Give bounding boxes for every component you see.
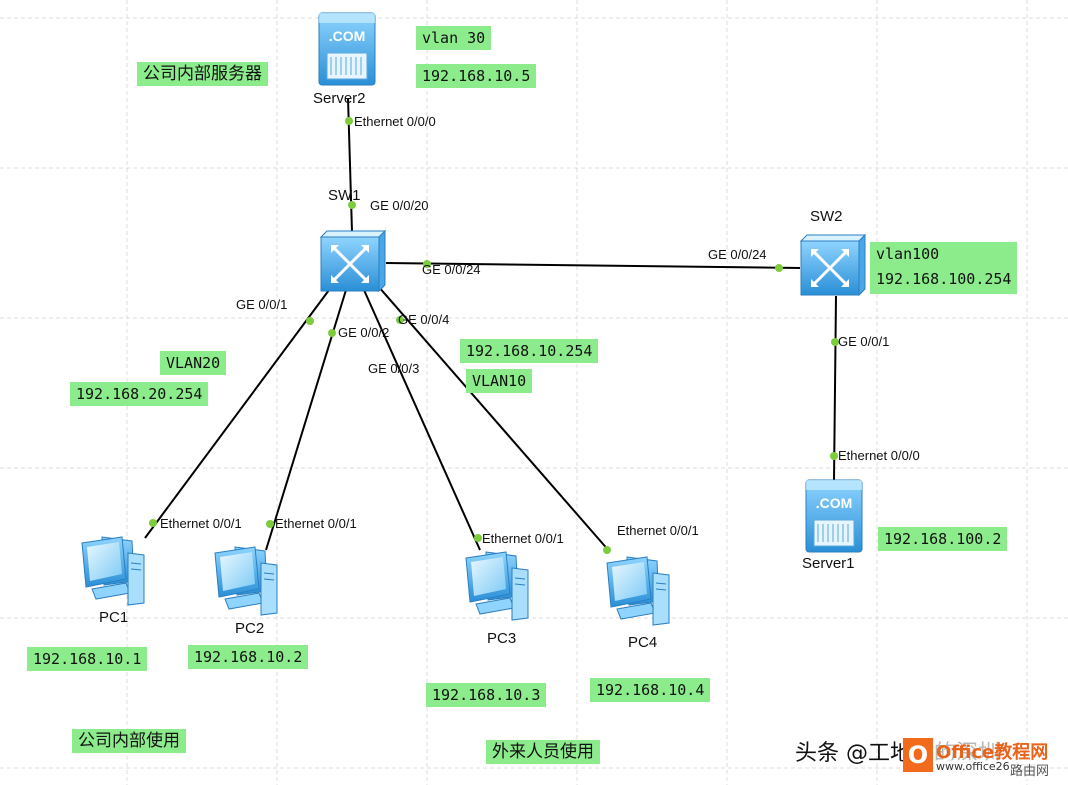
- port-label: Ethernet 0/0/0: [838, 448, 920, 463]
- link-sw1-pc1: [144, 285, 333, 539]
- port-label: Ethernet 0/0/1: [482, 531, 564, 546]
- link-sw2-server1: [833, 295, 837, 481]
- pc1-ip-label: 192.168.10.1: [27, 647, 148, 671]
- server-badge: .COM: [816, 495, 853, 511]
- port-dot: [603, 546, 611, 554]
- server1-name: Server1: [802, 555, 855, 572]
- sw1-switch-icon[interactable]: [319, 229, 387, 293]
- port-dot: [423, 260, 431, 268]
- sw1-name: SW1: [328, 187, 361, 204]
- port-label: GE 0/0/24: [422, 262, 481, 277]
- pc1-name: PC1: [99, 609, 129, 626]
- port-dot: [830, 452, 838, 460]
- port-label: Ethernet 0/0/1: [160, 516, 242, 531]
- office-logo-icon: O: [903, 738, 933, 772]
- server-badge: .COM: [329, 28, 366, 44]
- visitor-use-label: 外来人员使用: [486, 740, 600, 764]
- link-sw1-pc3: [363, 289, 481, 551]
- sw2-vlan-ip-label: vlan100 192.168.100.254: [870, 242, 1018, 294]
- pc4-ip-label: 192.168.10.4: [590, 678, 711, 702]
- vlan10-ip-label: 192.168.10.254: [460, 339, 599, 363]
- port-label: GE 0/0/4: [398, 312, 450, 327]
- link-sw1-pc2: [265, 289, 347, 551]
- server1-ip-label: 192.168.100.2: [878, 527, 1008, 551]
- link-sw1-sw2: [385, 262, 801, 269]
- vlan20-label: VLAN20: [160, 351, 227, 375]
- pc3-ip-label: 192.168.10.3: [426, 683, 547, 707]
- port-dot: [348, 201, 356, 209]
- vlan20-ip-label: 192.168.20.254: [70, 382, 209, 406]
- port-label: Ethernet 0/0/1: [617, 523, 699, 538]
- server2-description-label: 公司内部服务器: [137, 62, 268, 86]
- port-label: GE 0/0/1: [236, 297, 288, 312]
- pc3-name: PC3: [487, 630, 517, 647]
- pc1-icon[interactable]: [81, 536, 145, 606]
- pc3-icon[interactable]: [465, 551, 529, 621]
- port-label: GE 0/0/1: [838, 334, 890, 349]
- port-dot: [149, 519, 157, 527]
- server1-icon[interactable]: .COM: [805, 479, 863, 553]
- brand-watermark: Office教程网: [936, 738, 1049, 764]
- sw2-vlan-line: vlan100: [876, 245, 940, 263]
- port-dot: [345, 117, 353, 125]
- pc2-ip-label: 192.168.10.2: [188, 645, 309, 669]
- sw2-switch-icon[interactable]: [799, 233, 867, 297]
- internal-use-label: 公司内部使用: [72, 729, 186, 753]
- port-label: GE 0/0/2: [338, 325, 390, 340]
- sw2-ip-line: 192.168.100.254: [876, 270, 1012, 288]
- sw2-name: SW2: [810, 208, 843, 225]
- port-dot: [396, 316, 404, 324]
- pc4-name: PC4: [628, 634, 658, 651]
- port-dot: [474, 534, 482, 542]
- server2-icon[interactable]: .COM: [318, 12, 376, 86]
- vlan10-label: VLAN10: [466, 369, 533, 393]
- port-dot: [775, 264, 783, 272]
- port-dot: [266, 520, 274, 528]
- port-dot: [328, 329, 336, 337]
- port-label: Ethernet 0/0/1: [275, 516, 357, 531]
- link-sw1-pc4: [377, 285, 611, 553]
- server2-name: Server2: [313, 90, 366, 107]
- port-label: GE 0/0/24: [708, 247, 767, 262]
- pc4-icon[interactable]: [606, 556, 670, 626]
- port-label: GE 0/0/20: [370, 198, 429, 213]
- port-dot: [831, 338, 839, 346]
- port-dot: [306, 317, 314, 325]
- port-dots: [149, 117, 839, 554]
- pc2-name: PC2: [235, 620, 265, 637]
- port-label: GE 0/0/3: [368, 361, 420, 376]
- port-label: Ethernet 0/0/0: [354, 114, 436, 129]
- extra-watermark: 路由网: [1010, 760, 1050, 779]
- server2-ip-label: 192.168.10.5: [416, 64, 537, 88]
- server2-vlan-label: vlan 30: [416, 26, 492, 50]
- pc2-icon[interactable]: [214, 546, 278, 616]
